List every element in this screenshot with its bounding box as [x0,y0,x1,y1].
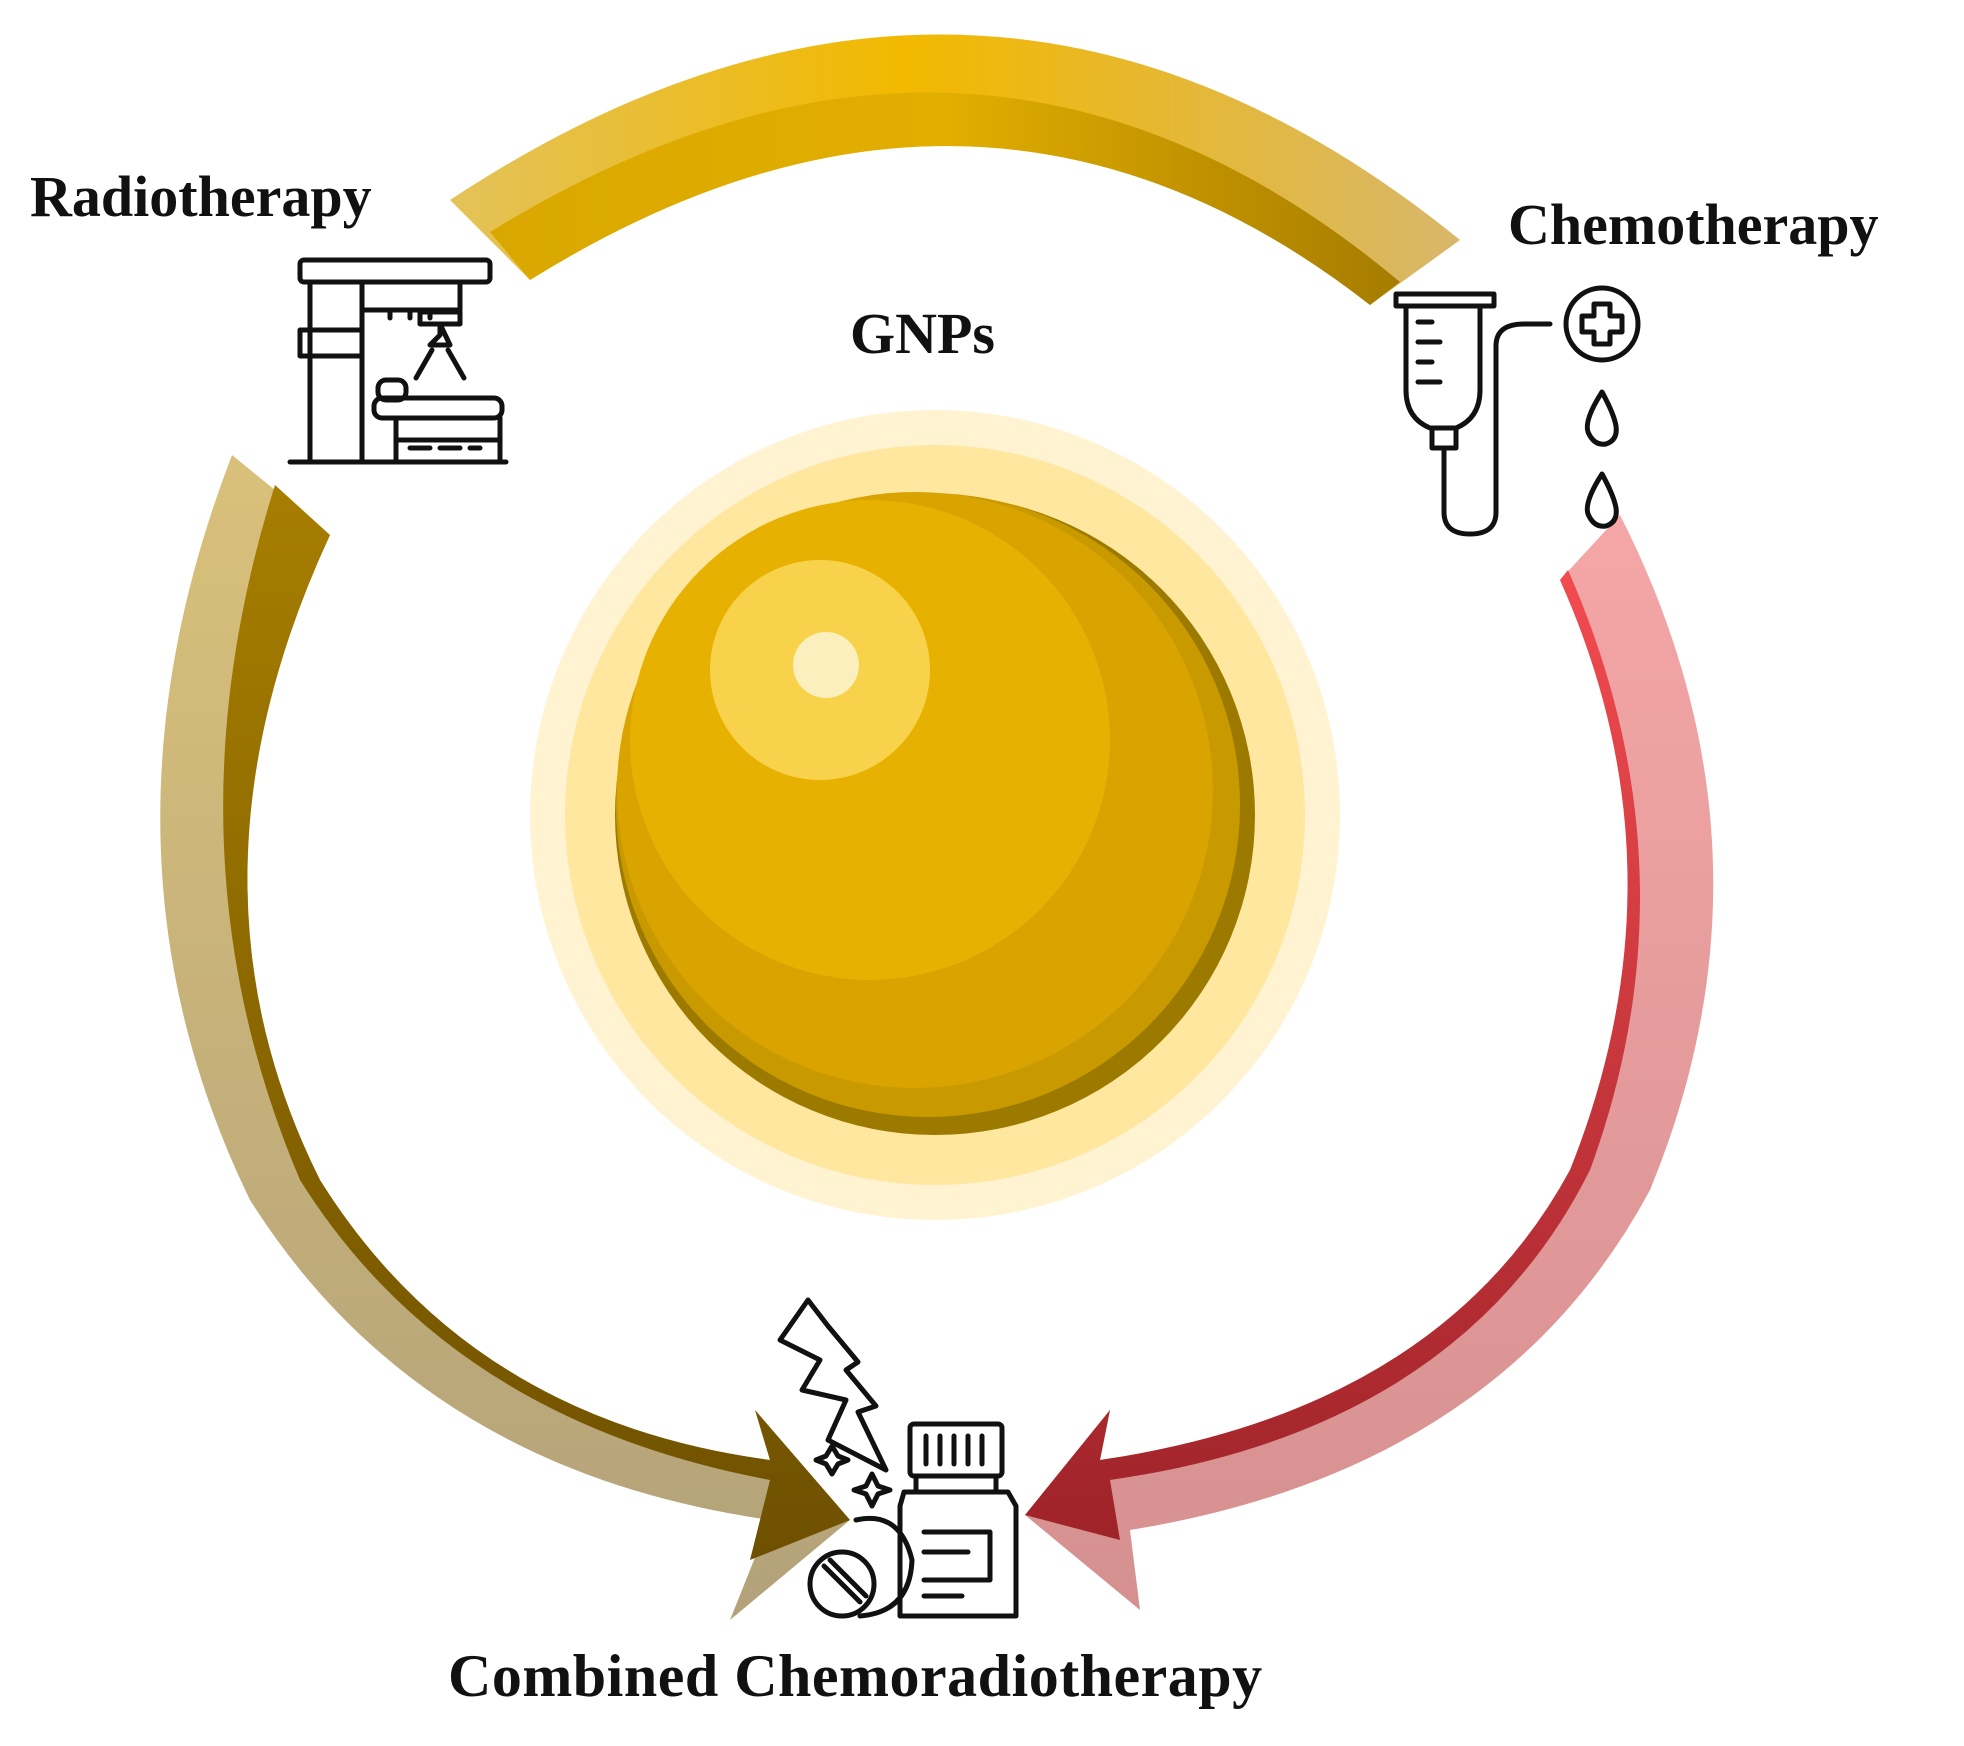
right-arc-arrow [1025,515,1714,1610]
radiotherapy-machine-icon [287,257,509,465]
chemotherapy-label: Chemotherapy [1508,192,1879,257]
left-arc-arrow [160,455,851,1620]
iv-drip-icon [1393,285,1641,537]
top-arc [450,34,1460,305]
radiotherapy-label: Radiotherapy [30,164,372,229]
gnp-sphere [530,410,1340,1220]
gnps-label: GNPs [850,301,995,366]
combined-chemoradiotherapy-label: Combined Chemoradiotherapy [448,1643,1263,1709]
medicine-bottle-lightning-icon [777,1297,1019,1619]
